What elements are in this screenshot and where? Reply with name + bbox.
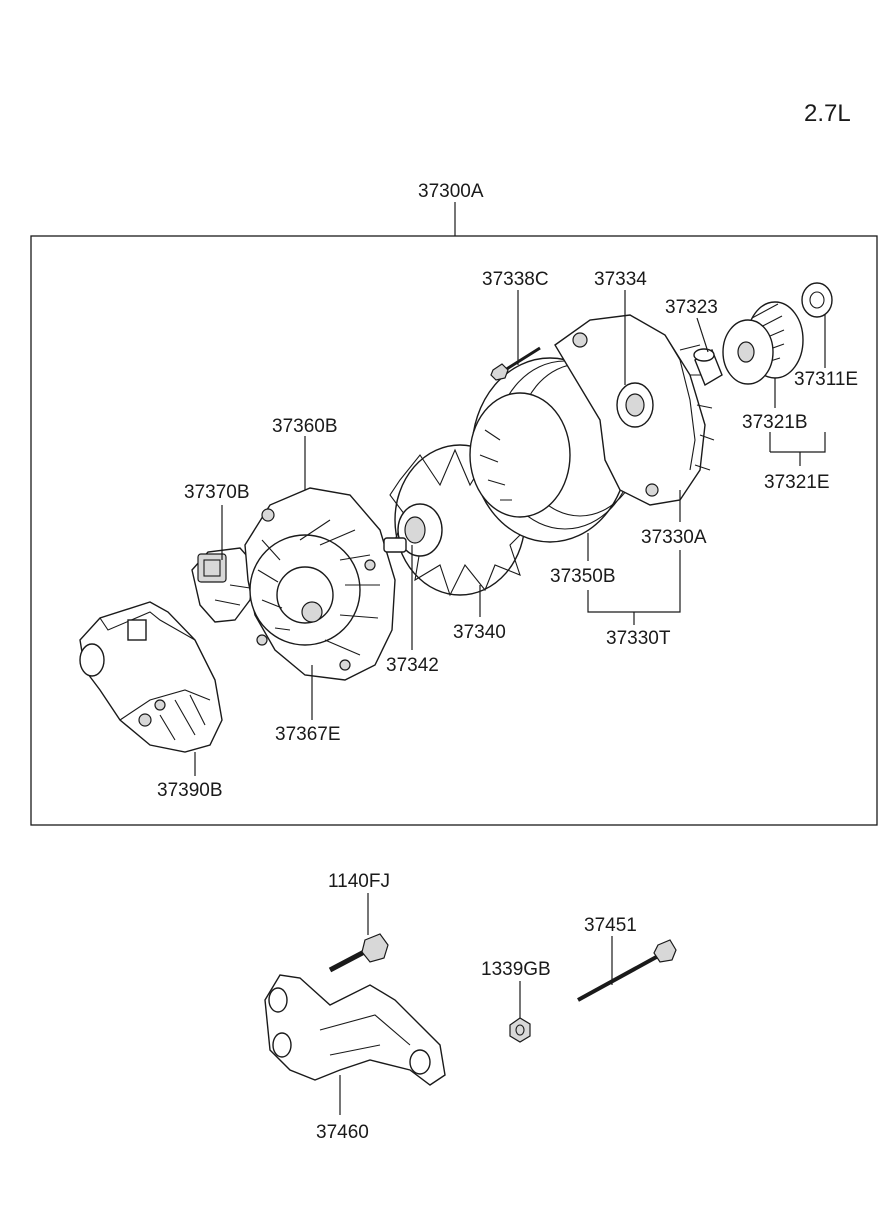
nut-1339gb-drawing (509, 1017, 531, 1043)
label-37370b: 37370B (184, 482, 250, 503)
assembly-frame (30, 235, 878, 826)
bolt-37451-drawing (577, 939, 677, 1002)
brush-holder-drawing (191, 547, 256, 623)
engine-label: 2.7L (804, 100, 851, 127)
label-37321e: 37321E (764, 472, 830, 493)
label-37350b: 37350B (550, 566, 616, 587)
label-1140fj: 1140FJ (328, 871, 390, 892)
bolt-1140fj-drawing (328, 933, 389, 973)
through-bolt-drawing (490, 346, 541, 381)
label-37323: 37323 (665, 297, 718, 318)
label-37311e: 37311E (794, 369, 858, 390)
label-37460: 37460 (316, 1122, 369, 1143)
label-37367e: 37367E (275, 724, 341, 745)
spacer-drawing (693, 348, 723, 387)
label-37338c: 37338C (482, 269, 549, 290)
label-37334: 37334 (594, 269, 647, 290)
label-37390b: 37390B (157, 780, 223, 801)
rear-bracket-drawing (244, 487, 396, 681)
assembly-label: 37300A (418, 181, 484, 202)
stator-drawing (469, 357, 643, 543)
leader-lines (194, 290, 826, 1115)
label-37340: 37340 (453, 622, 506, 643)
label-37330t: 37330T (606, 628, 671, 649)
label-37451: 37451 (584, 915, 637, 936)
pulley-nut-drawing (801, 282, 833, 318)
label-37342: 37342 (386, 655, 439, 676)
label-37330a: 37330A (641, 527, 707, 548)
mounting-bracket-drawing (264, 974, 446, 1086)
front-bracket-drawing (554, 314, 715, 506)
label-37360b: 37360B (272, 416, 338, 437)
pulley-drawing (722, 301, 804, 385)
label-1339gb: 1339GB (481, 959, 551, 980)
rear-cover-drawing (79, 601, 223, 753)
label-37321b: 37321B (742, 412, 808, 433)
